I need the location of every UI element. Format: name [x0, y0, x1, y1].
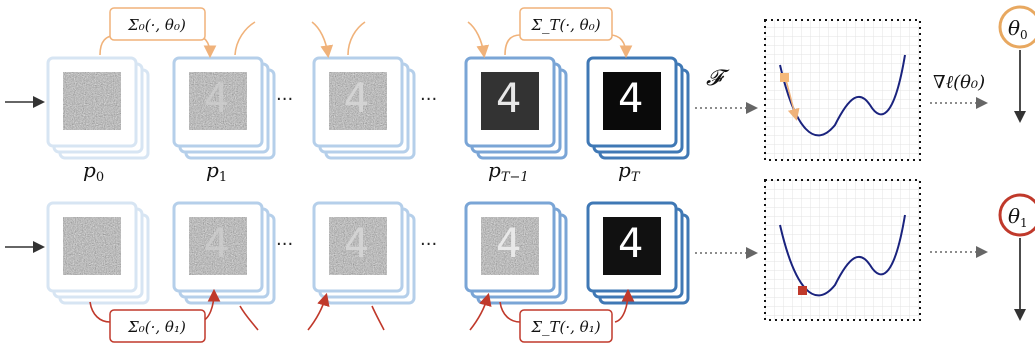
digit-glyph: 4	[496, 76, 521, 122]
noise-image	[63, 217, 121, 275]
noisy-digit-image	[189, 72, 247, 130]
sigma-box-bottom-right	[519, 309, 613, 343]
digit-glyph: 4	[618, 76, 643, 122]
top-row: 4 4 4 4 ··· ··· p0	[5, 5, 1035, 185]
digit-glyph: 4	[344, 221, 369, 267]
noisy-digit-image	[329, 217, 387, 275]
stack-p1: 4	[172, 56, 276, 160]
label-pT: pT	[618, 158, 641, 185]
gradient-step-arrow	[785, 79, 800, 121]
digit-glyph: 4	[204, 76, 229, 122]
digit-glyph: 4	[496, 221, 521, 267]
stack-pTm1: 4	[464, 56, 568, 160]
digit-glyph: 4	[204, 221, 229, 267]
sigma-box-bottom-left	[109, 309, 206, 343]
param-marker	[798, 286, 807, 295]
label-p0: p0	[83, 158, 104, 185]
operator-F: 𝓕	[706, 66, 730, 91]
loss-panel-bottom	[764, 179, 921, 321]
stack-p0	[46, 56, 150, 160]
digit-glyph: 4	[618, 221, 643, 267]
param-marker	[780, 73, 789, 82]
label-pTm1: pT−1	[488, 158, 529, 185]
noisy-digit-image	[189, 217, 247, 275]
digit-image	[481, 72, 539, 130]
digit-image	[481, 217, 539, 275]
stack-bTm1: 4	[464, 201, 568, 305]
theta0-node	[998, 5, 1035, 49]
ellipsis: ···	[276, 234, 293, 255]
sigma-top-left: Σ₀(·, θ₀)	[127, 16, 186, 34]
stack-pT: 4	[586, 56, 690, 160]
ellipsis: ···	[276, 89, 293, 110]
loss-panel-top	[764, 19, 921, 161]
noise-image	[63, 72, 121, 130]
theta1-node	[998, 193, 1035, 237]
gradient-label: ∇ℓ(θ₀)	[933, 72, 985, 93]
stack-mid: 4	[312, 56, 416, 160]
stack-bmid: 4	[312, 201, 416, 305]
loss-curve	[779, 54, 906, 137]
noisy-digit-image	[329, 72, 387, 130]
stack-b1: 4	[172, 201, 276, 305]
stack-bT: 4	[586, 201, 690, 305]
bottom-row: 4 4 4 4 ··· ···	[5, 179, 1035, 343]
sigma-bottom-left: Σ₀(·, θ₁)	[127, 318, 186, 336]
clean-digit-image	[603, 72, 661, 130]
sigma-box-top-right	[519, 7, 613, 41]
sigma-box-top-left	[109, 7, 206, 41]
clean-digit-image	[603, 217, 661, 275]
ellipsis: ···	[420, 234, 437, 255]
top-sigma-arrows	[99, 21, 633, 59]
ellipsis: ···	[420, 89, 437, 110]
label-p1: p1	[206, 158, 227, 185]
sigma-bottom-right: Σ_T(·, θ₁)	[530, 318, 600, 336]
sigma-top-right: Σ_T(·, θ₀)	[530, 16, 600, 34]
loss-curve	[779, 214, 906, 297]
digit-glyph: 4	[344, 76, 369, 122]
stack-b0	[46, 201, 150, 305]
